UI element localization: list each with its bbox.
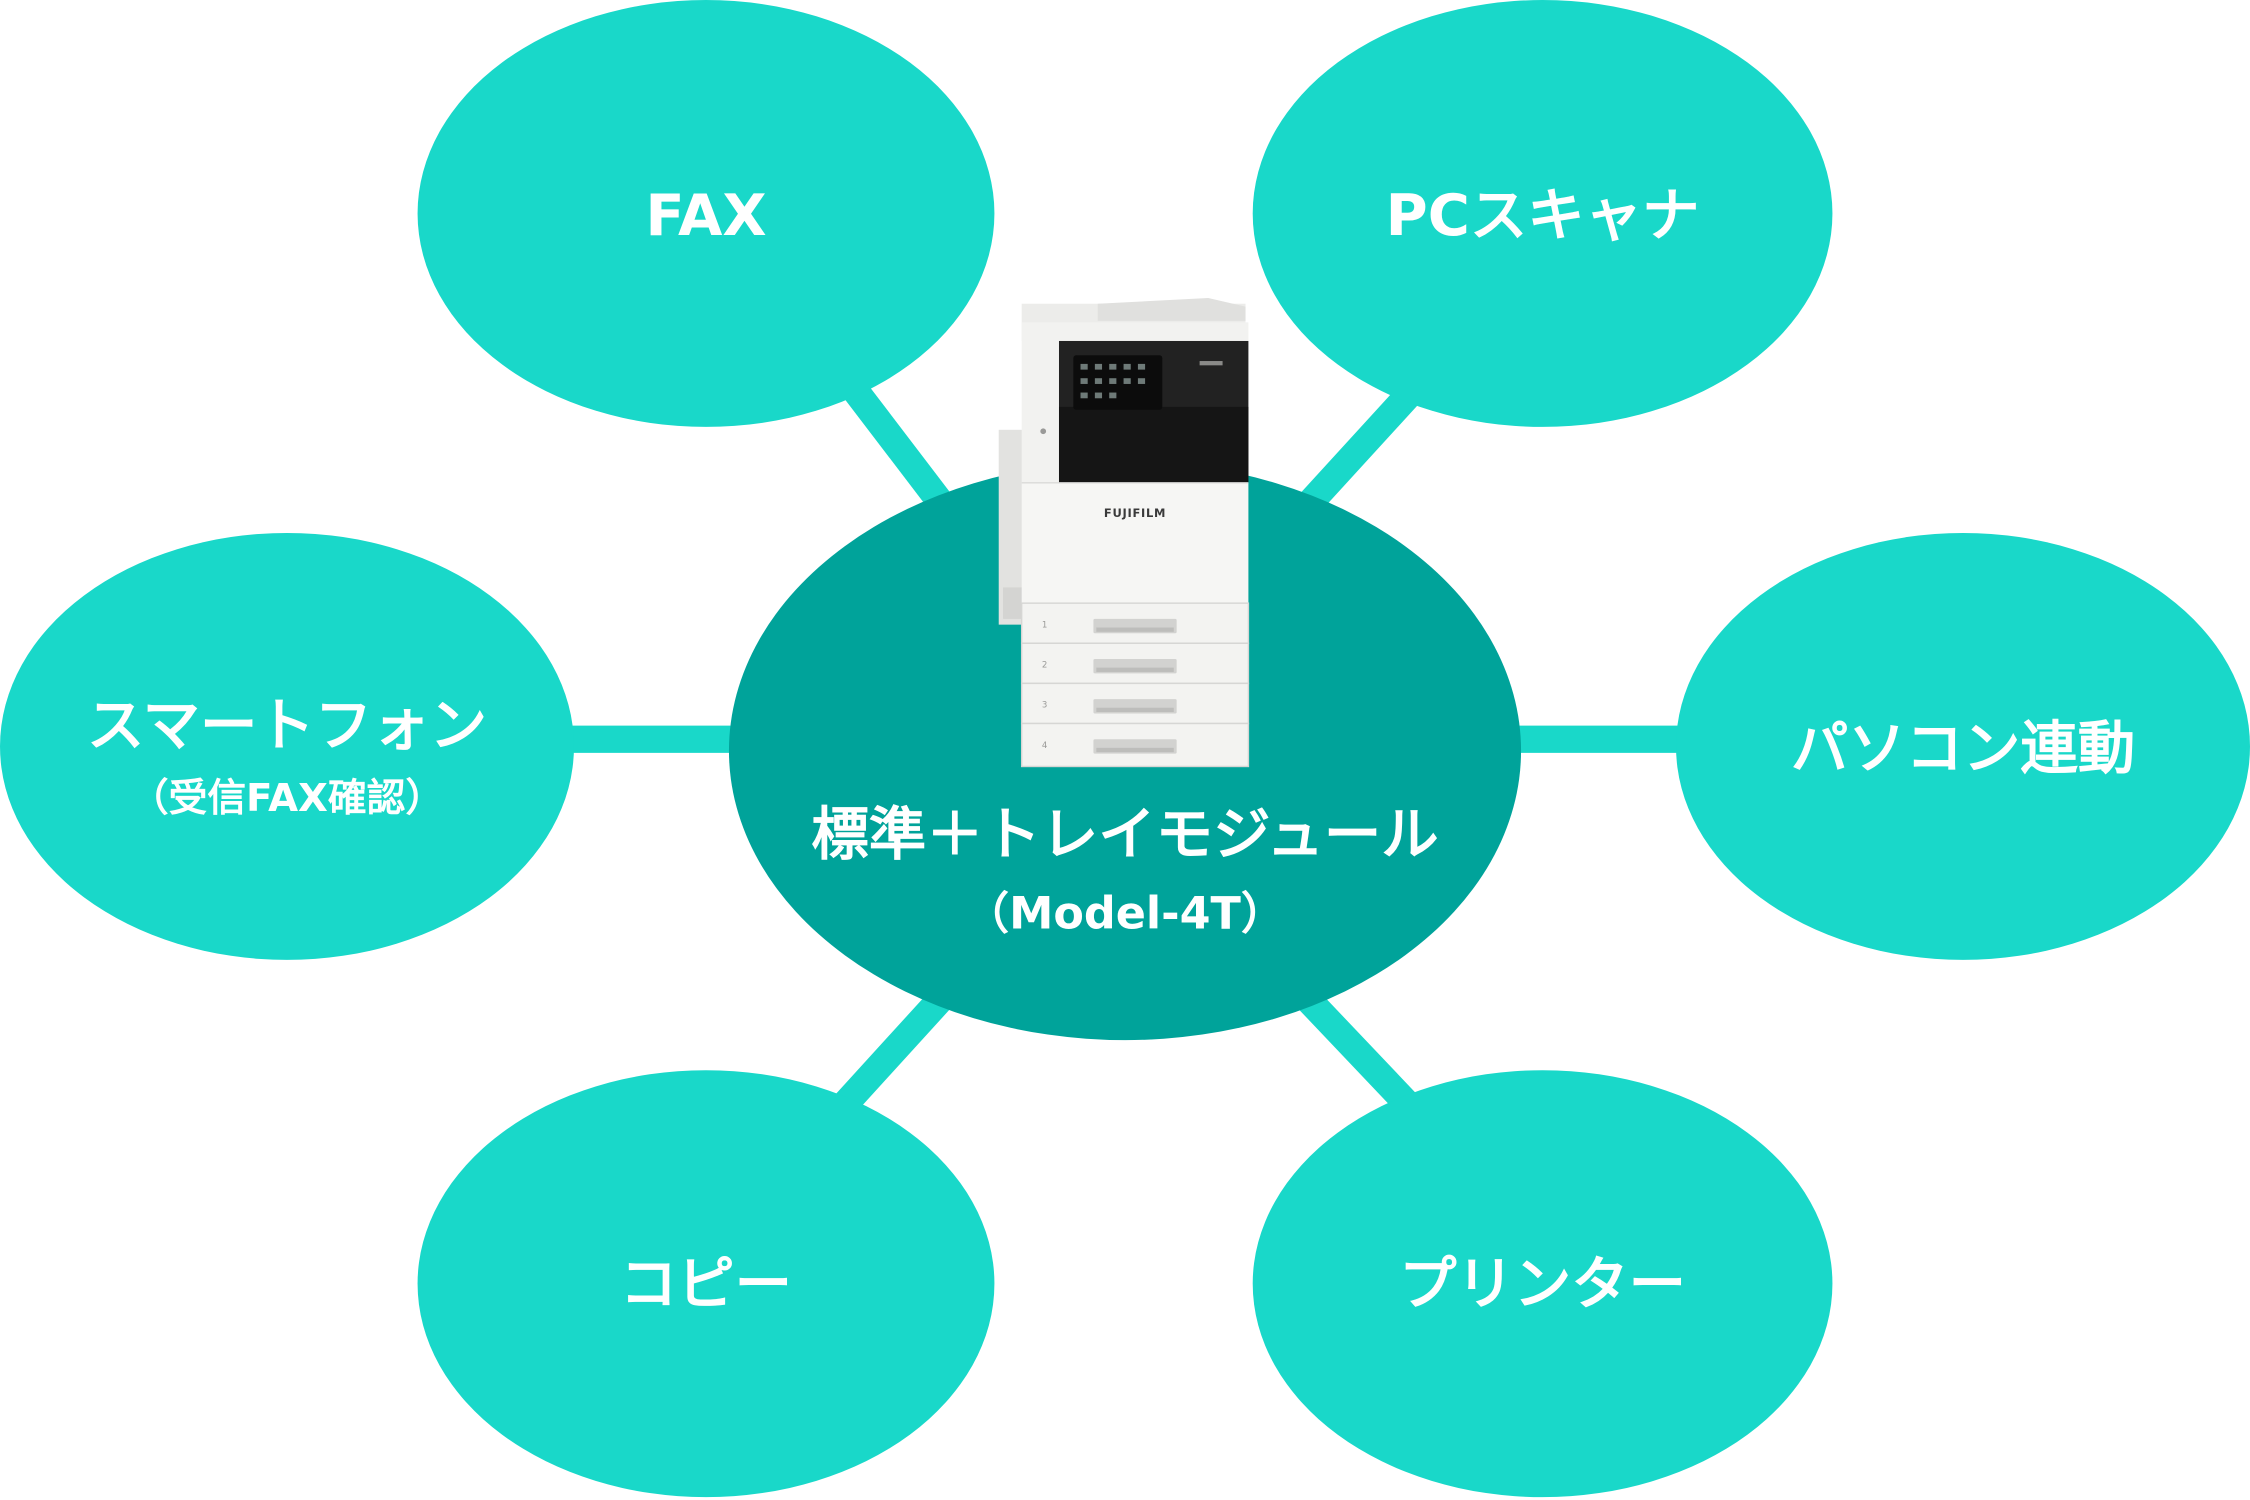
connector-fax [832,367,951,510]
tray-number: 4 [1042,741,1047,751]
printer-screen-icons [1080,363,1146,399]
node-fax: FAX [417,0,995,427]
printer-tray-3: 3 [1020,682,1250,725]
printer-illustration: FUJIFILM 1 2 3 4 [998,297,1250,768]
printer-side-tab [1003,587,1024,619]
node-pc-scanner-shape [1252,0,1833,427]
node-center-title: 標準＋トレイモジュール [811,801,1438,868]
node-smartphone-label: スマートフォン [87,692,487,759]
connector-printer [1298,990,1424,1120]
node-fax-label: FAX [645,182,766,249]
connector-copy [829,990,950,1120]
node-copy: コピー [417,1070,995,1498]
tray-number: 1 [1042,621,1047,631]
node-copy-shape [417,1070,995,1498]
node-printer-shape [1252,1070,1833,1498]
printer-tray-2: 2 [1020,642,1250,685]
printer-panel-badge [1199,361,1223,366]
printer-brand-logo: FUJIFILM [1104,506,1166,520]
node-printer: プリンター [1252,1070,1833,1498]
screen-icon [1094,392,1103,399]
screen-icon [1094,363,1103,370]
connector-pc-scanner [1298,380,1424,514]
node-pc-link-shape [1676,532,2250,960]
connectors [566,367,1687,1120]
screen-icon [1094,378,1103,384]
tray-handle-shadow [1096,747,1174,753]
printer-adf-tray [1097,297,1246,321]
screen-icon [1137,363,1146,370]
tray-number: 2 [1042,661,1047,671]
screen-icon [1109,363,1117,370]
node-center-subtitle: （Model-4T） [965,888,1286,939]
printer-tray-4: 4 [1020,722,1250,768]
screen-icon [1137,378,1146,384]
tray-handle-shadow [1096,667,1174,672]
node-pc-link-label: パソコン連動 [1791,715,2135,782]
node-copy-label: コピー [620,1251,792,1318]
tray-number: 3 [1042,701,1047,711]
printer-power-button [1040,428,1047,435]
screen-icon [1080,392,1088,399]
screen-icon [1080,363,1088,370]
screen-icon [1109,392,1117,399]
node-pc-scanner-label: PCスキャナ [1386,182,1700,249]
screen-icon [1123,363,1131,370]
tray-handle-shadow [1096,627,1174,632]
printer-front-body [1021,482,1249,604]
node-pc-scanner: PCスキャナ [1252,0,1833,427]
node-printer-label: プリンター [1399,1251,1686,1318]
node-pc-link: パソコン連動 [1676,532,2250,960]
printer-tray-1: 1 [1020,602,1250,644]
tray-handle-shadow [1096,707,1174,713]
node-fax-shape [417,0,995,427]
tray-body [1020,722,1250,768]
printer-output-bay [1058,406,1249,483]
screen-icon [1109,378,1117,384]
node-smartphone: スマートフォン （受信FAX確認） [0,532,574,960]
screen-icon [1123,378,1131,384]
node-smartphone-shape [0,532,574,960]
screen-icon [1080,378,1088,384]
node-smartphone-sublabel: （受信FAX確認） [130,776,444,821]
